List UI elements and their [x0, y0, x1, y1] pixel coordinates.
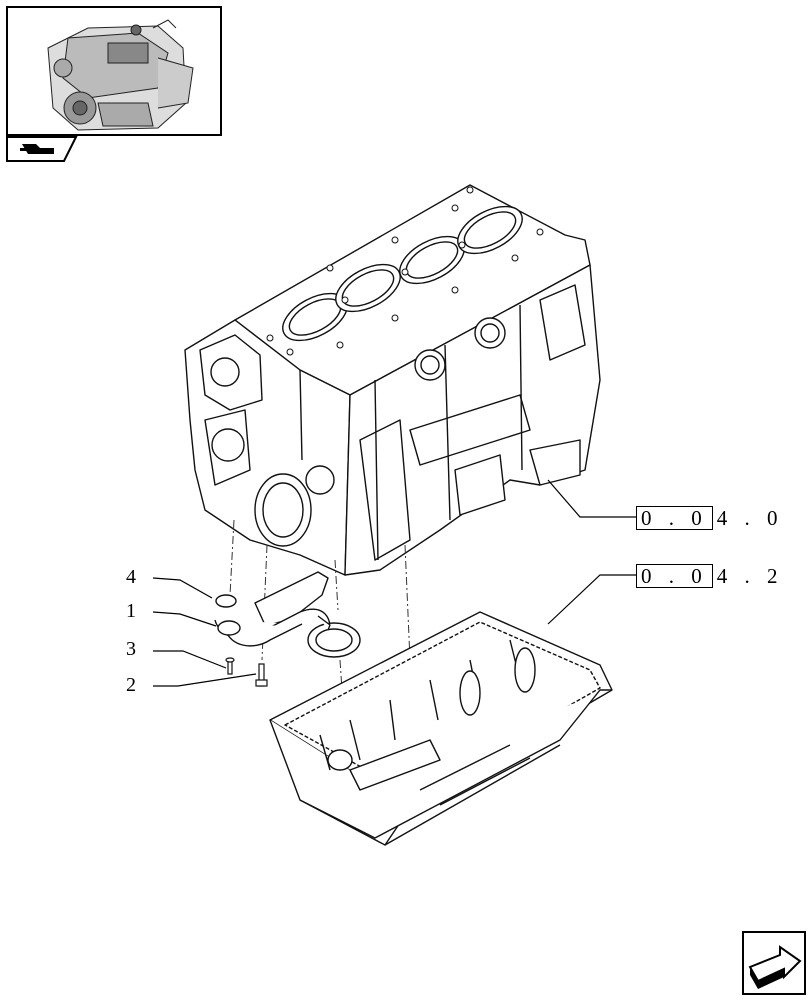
- engine-thumbnail-drawing: [47, 19, 194, 131]
- engine-thumbnail: [6, 6, 222, 136]
- callout-2: 2: [126, 674, 136, 696]
- o-ring: [215, 594, 237, 608]
- next-page-arrow-icon: [748, 945, 802, 989]
- callout-3: 3: [126, 638, 136, 660]
- oil-pan: [269, 611, 613, 846]
- reference-boxed-part: 0 . 0: [636, 564, 713, 588]
- reference-suffix: 4 . 2: [716, 563, 784, 588]
- callout-1: 1: [126, 600, 136, 622]
- suction-pipe: [214, 571, 361, 658]
- reference-link-2[interactable]: 0 . 0 4 . 2: [636, 563, 784, 589]
- reference-boxed-part: 0 . 0: [636, 506, 713, 530]
- section-arrow-icon: [20, 144, 54, 154]
- next-page-button[interactable]: [742, 931, 806, 995]
- leader-lines: [152, 479, 636, 687]
- reference-link-1[interactable]: 0 . 0 4 . 0: [636, 505, 784, 531]
- assembly-lines: [229, 519, 411, 691]
- engine-block: [184, 184, 601, 576]
- reference-suffix: 4 . 0: [716, 505, 784, 530]
- screws: [225, 657, 268, 687]
- callout-4: 4: [126, 566, 136, 588]
- section-tab[interactable]: [6, 136, 78, 162]
